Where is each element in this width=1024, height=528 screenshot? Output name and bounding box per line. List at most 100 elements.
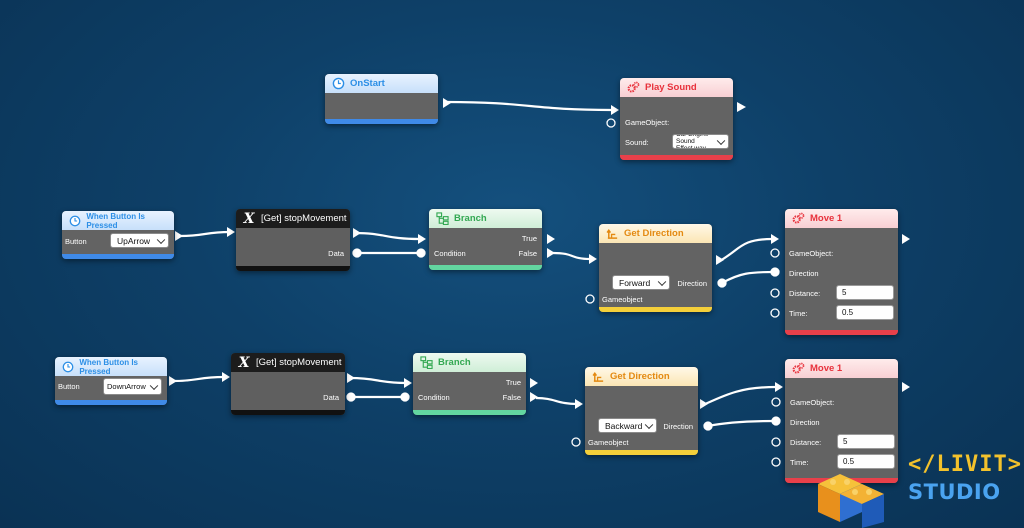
wire-branch2-getdir2	[535, 396, 579, 406]
get-direction-node[interactable]: Get Direction Backward Direction Gameobj…	[585, 367, 698, 455]
direction-select-value: Backward	[605, 420, 643, 431]
clock-icon	[68, 214, 81, 228]
data-port-filled	[352, 248, 362, 258]
gameobject-label: GameObject:	[625, 118, 670, 127]
wire-pressed1-stop1	[179, 230, 231, 238]
node-title: Branch	[438, 357, 471, 368]
exec-arrow-out	[716, 255, 724, 265]
livit-studio-logo	[818, 474, 884, 528]
data-port-empty	[770, 308, 780, 318]
exec-arrow-out	[443, 98, 451, 108]
chevron-down-icon	[716, 136, 726, 145]
condition-label: Condition	[434, 249, 466, 258]
exec-arrow-out	[547, 234, 555, 244]
direction-select[interactable]: Forward	[612, 275, 670, 290]
data-label: Data	[323, 393, 339, 402]
get-stopmovement-node[interactable]: X [Get] stopMovement Data	[231, 353, 345, 415]
branch-icon	[435, 212, 449, 226]
sound-select[interactable]: Car Engine Sound Effect.wav	[672, 134, 729, 149]
exec-arrow-in	[404, 378, 412, 388]
logo-text-studio: STUDIO	[908, 480, 1001, 504]
exec-arrow-in	[611, 105, 619, 115]
exec-arrow-in	[575, 399, 583, 409]
data-port-filled	[717, 278, 727, 288]
get-stopmovement-node[interactable]: X [Get] stopMovement Data	[236, 209, 350, 271]
data-port-empty	[770, 248, 780, 258]
exec-arrow-out	[547, 248, 555, 258]
node-title: When Button Is Pressed	[79, 357, 138, 376]
branch-node[interactable]: Branch True False Condition	[429, 209, 542, 270]
button-select-value: DownArrow	[107, 381, 146, 391]
exec-arrow-in	[589, 254, 597, 264]
node-title: OnStart	[350, 78, 385, 89]
get-direction-node[interactable]: Get Direction Forward Direction Gameobje…	[599, 224, 712, 312]
wire-stop1-branch1	[354, 231, 421, 241]
wire-direction1-move1	[721, 270, 775, 284]
button-label: Button	[58, 382, 80, 391]
time-field[interactable]: 0.5	[837, 454, 895, 469]
exec-arrow-out	[347, 373, 355, 383]
distance-label: Distance:	[790, 438, 822, 447]
wire-direction2-move2	[707, 419, 777, 428]
node-title: [Get] stopMovement	[261, 213, 347, 224]
true-label: True	[505, 378, 521, 387]
exec-arrow-out	[902, 382, 910, 392]
direction-icon	[591, 370, 605, 384]
sound-select-value: Car Engine Sound Effect.wav	[676, 134, 709, 149]
button-select-value: UpArrow	[117, 235, 151, 246]
wire-branch1-getdir1	[552, 251, 591, 261]
direction-select-value: Forward	[619, 277, 651, 288]
false-label: False	[518, 249, 537, 258]
when-button-pressed-node[interactable]: When Button Is Pressed Button DownArrow	[55, 357, 167, 405]
clock-icon	[331, 77, 345, 91]
data-port-empty	[606, 118, 616, 128]
when-button-pressed-node[interactable]: When Button Is Pressed Button UpArrow	[62, 211, 174, 259]
logo-text-livit: </LIVIT>	[908, 452, 1022, 477]
branch-node[interactable]: Branch True False Condition	[413, 353, 526, 415]
sound-label: Sound:	[625, 138, 649, 147]
time-label: Time:	[790, 458, 809, 467]
wire-getdir1-move1	[717, 237, 773, 263]
exec-arrow-out	[353, 228, 361, 238]
node-title: Play Sound	[645, 82, 697, 93]
exec-arrow-out	[169, 376, 177, 386]
chevron-down-icon	[657, 277, 667, 286]
node-title: Get Direction	[610, 371, 670, 382]
exec-arrow-in	[222, 372, 230, 382]
node-title: When Button Is Pressed	[86, 211, 145, 230]
chevron-down-icon	[156, 235, 166, 244]
variable-x-icon: X	[243, 210, 255, 227]
move-node[interactable]: Move 1 GameObject: Direction Distance: 5…	[785, 209, 898, 335]
exec-arrow-out	[530, 392, 538, 402]
data-port-empty	[571, 437, 581, 447]
distance-field[interactable]: 5	[837, 434, 895, 449]
direction-icon	[605, 227, 619, 241]
node-title: Move 1	[810, 213, 843, 224]
distance-label: Distance:	[789, 289, 821, 298]
node-title: [Get] stopMovement	[256, 357, 342, 368]
data-port-empty	[771, 437, 781, 447]
time-field[interactable]: 0.5	[836, 305, 894, 320]
wire-pressed2-stop2	[172, 375, 225, 383]
false-label: False	[502, 393, 521, 402]
gear-icon	[791, 212, 805, 226]
direction-label: Direction	[789, 269, 819, 278]
time-label: Time:	[789, 309, 808, 318]
data-port-empty	[771, 457, 781, 467]
exec-arrow-out	[530, 378, 538, 388]
gameobject-label: GameObject:	[790, 398, 835, 407]
onstart-node[interactable]: OnStart	[325, 74, 438, 124]
wire-stop2-branch2	[349, 376, 407, 385]
chevron-down-icon	[644, 420, 654, 429]
variable-x-icon: X	[238, 354, 250, 371]
data-port-empty	[585, 294, 595, 304]
data-port-filled	[703, 421, 713, 431]
distance-field[interactable]: 5	[836, 285, 894, 300]
button-select[interactable]: UpArrow	[110, 233, 169, 248]
direction-select[interactable]: Backward	[598, 418, 657, 433]
button-select[interactable]: DownArrow	[103, 378, 162, 395]
play-sound-node[interactable]: Play Sound GameObject: Sound: Car Engine…	[620, 78, 733, 160]
wire-getdir2-move2	[702, 385, 777, 407]
wire-onstart-playsound	[446, 100, 613, 112]
exec-arrow-in	[775, 382, 783, 392]
